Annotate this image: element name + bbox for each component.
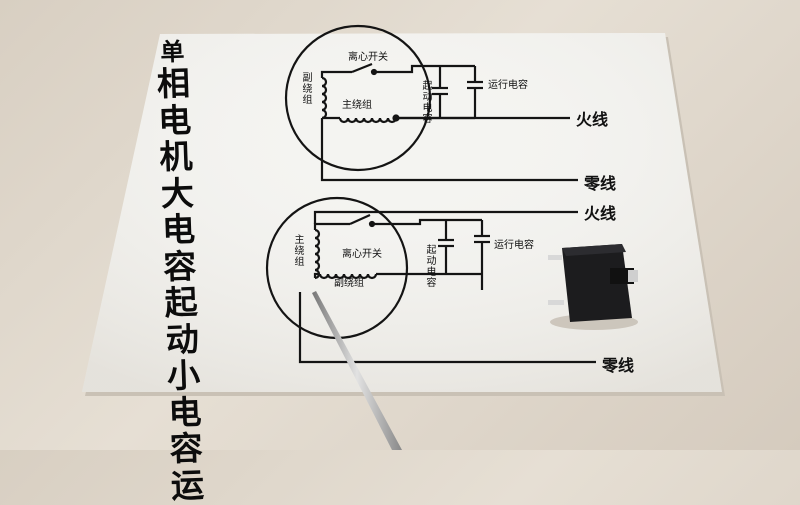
- top-switch: [351, 62, 373, 74]
- top-run-capacitor-label: 运行电容: [488, 80, 528, 91]
- title-char: 电: [167, 391, 203, 432]
- top-aux-coil: [321, 76, 328, 120]
- top-neutral-wire-label: 零线: [584, 174, 617, 193]
- title-char: 大: [160, 172, 195, 214]
- top-live-wire-label: 火线: [576, 110, 609, 129]
- title-char: 小: [166, 355, 201, 396]
- title-char: 起: [163, 282, 199, 323]
- top-main-coil: [338, 117, 398, 124]
- top-main-winding-label: 主绕组: [342, 100, 372, 111]
- bottom-aux-winding-label: 副绕组: [334, 278, 364, 289]
- title-char: 动: [165, 318, 200, 360]
- bottom-neutral-wire-label: 零线: [602, 356, 635, 375]
- bottom-centrifugal-switch-label: 离心开关: [342, 249, 382, 260]
- title-char: 容: [162, 245, 197, 287]
- title-char: 单: [159, 36, 185, 67]
- bottom-main-winding-label: 主绕组: [292, 234, 303, 267]
- title-char: 电: [161, 209, 196, 250]
- top-circuit: [284, 24, 578, 182]
- title-char: 电: [157, 100, 192, 141]
- top-centrifugal-switch-label: 离心开关: [348, 52, 388, 63]
- bottom-switch: [349, 213, 371, 226]
- physical-capacitor: [548, 244, 638, 330]
- bottom-start-capacitor-label: 起动电容: [424, 244, 435, 288]
- bottom-main-coil: [314, 228, 321, 280]
- bottom-run-capacitor-label: 运行电容: [494, 240, 534, 251]
- pointer-rod: [312, 291, 402, 450]
- title-char: 相: [156, 63, 191, 104]
- scene: [82, 24, 725, 450]
- title-char: 容: [169, 428, 204, 469]
- title-char: 机: [158, 136, 194, 177]
- bottom-live-wire-label: 火线: [584, 204, 617, 223]
- title-char: 运: [170, 464, 205, 505]
- bottom-aux-coil: [318, 273, 378, 280]
- top-start-capacitor-label: 起动电容: [420, 80, 431, 124]
- top-motor-circle: [284, 24, 432, 172]
- top-aux-winding-label: 副绕组: [300, 72, 311, 105]
